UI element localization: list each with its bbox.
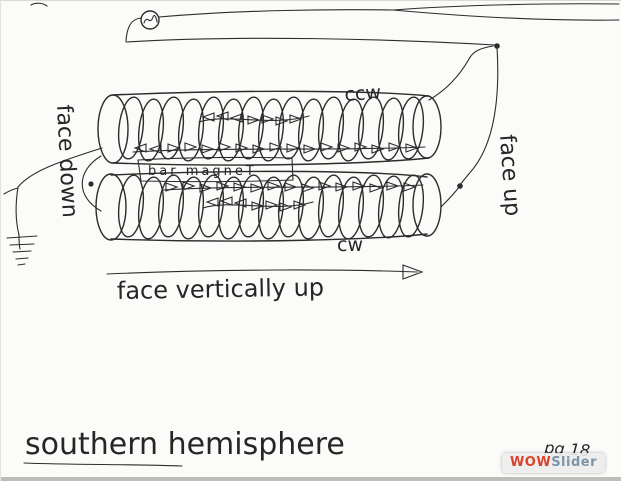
- watermark-slider-text: Slider: [551, 455, 597, 470]
- ground-icon: [6, 234, 38, 266]
- cw-label: cw: [337, 234, 363, 256]
- junction-dot-left: [88, 181, 94, 187]
- field-arrow-row-lower: [162, 181, 424, 193]
- junction-dot-top: [494, 43, 500, 49]
- face-vertically-up-arrow: [106, 264, 424, 280]
- watermark-wow-text: WOW: [509, 455, 552, 470]
- southern-underline: [23, 462, 183, 467]
- upper-coil: [97, 90, 442, 166]
- face-up-label: face up: [494, 134, 525, 217]
- upper-coil-current-arrows: [198, 111, 310, 126]
- bar-magnet-label: bar magneT: [148, 164, 257, 179]
- bar-magnet-box: [137, 156, 294, 183]
- field-arrow-row-upper: [132, 142, 426, 154]
- lamp-icon: [140, 10, 160, 30]
- left-wire: [3, 147, 103, 236]
- lower-coil-current-arrows: [202, 196, 314, 212]
- wowslider-watermark[interactable]: WOWSlider: [501, 453, 605, 473]
- junction-dot-right: [457, 183, 463, 189]
- lower-coil: [95, 170, 442, 242]
- top-circuit-wires: [125, 3, 620, 46]
- face-vertically-up-label: face vertically up: [117, 273, 325, 305]
- face-down-label: face down: [51, 104, 82, 218]
- ccw-label: ccw: [344, 81, 382, 105]
- right-wire: [428, 45, 499, 208]
- southern-hemisphere-label: southern hemisphere: [25, 427, 345, 462]
- stray-mark: [30, 2, 48, 7]
